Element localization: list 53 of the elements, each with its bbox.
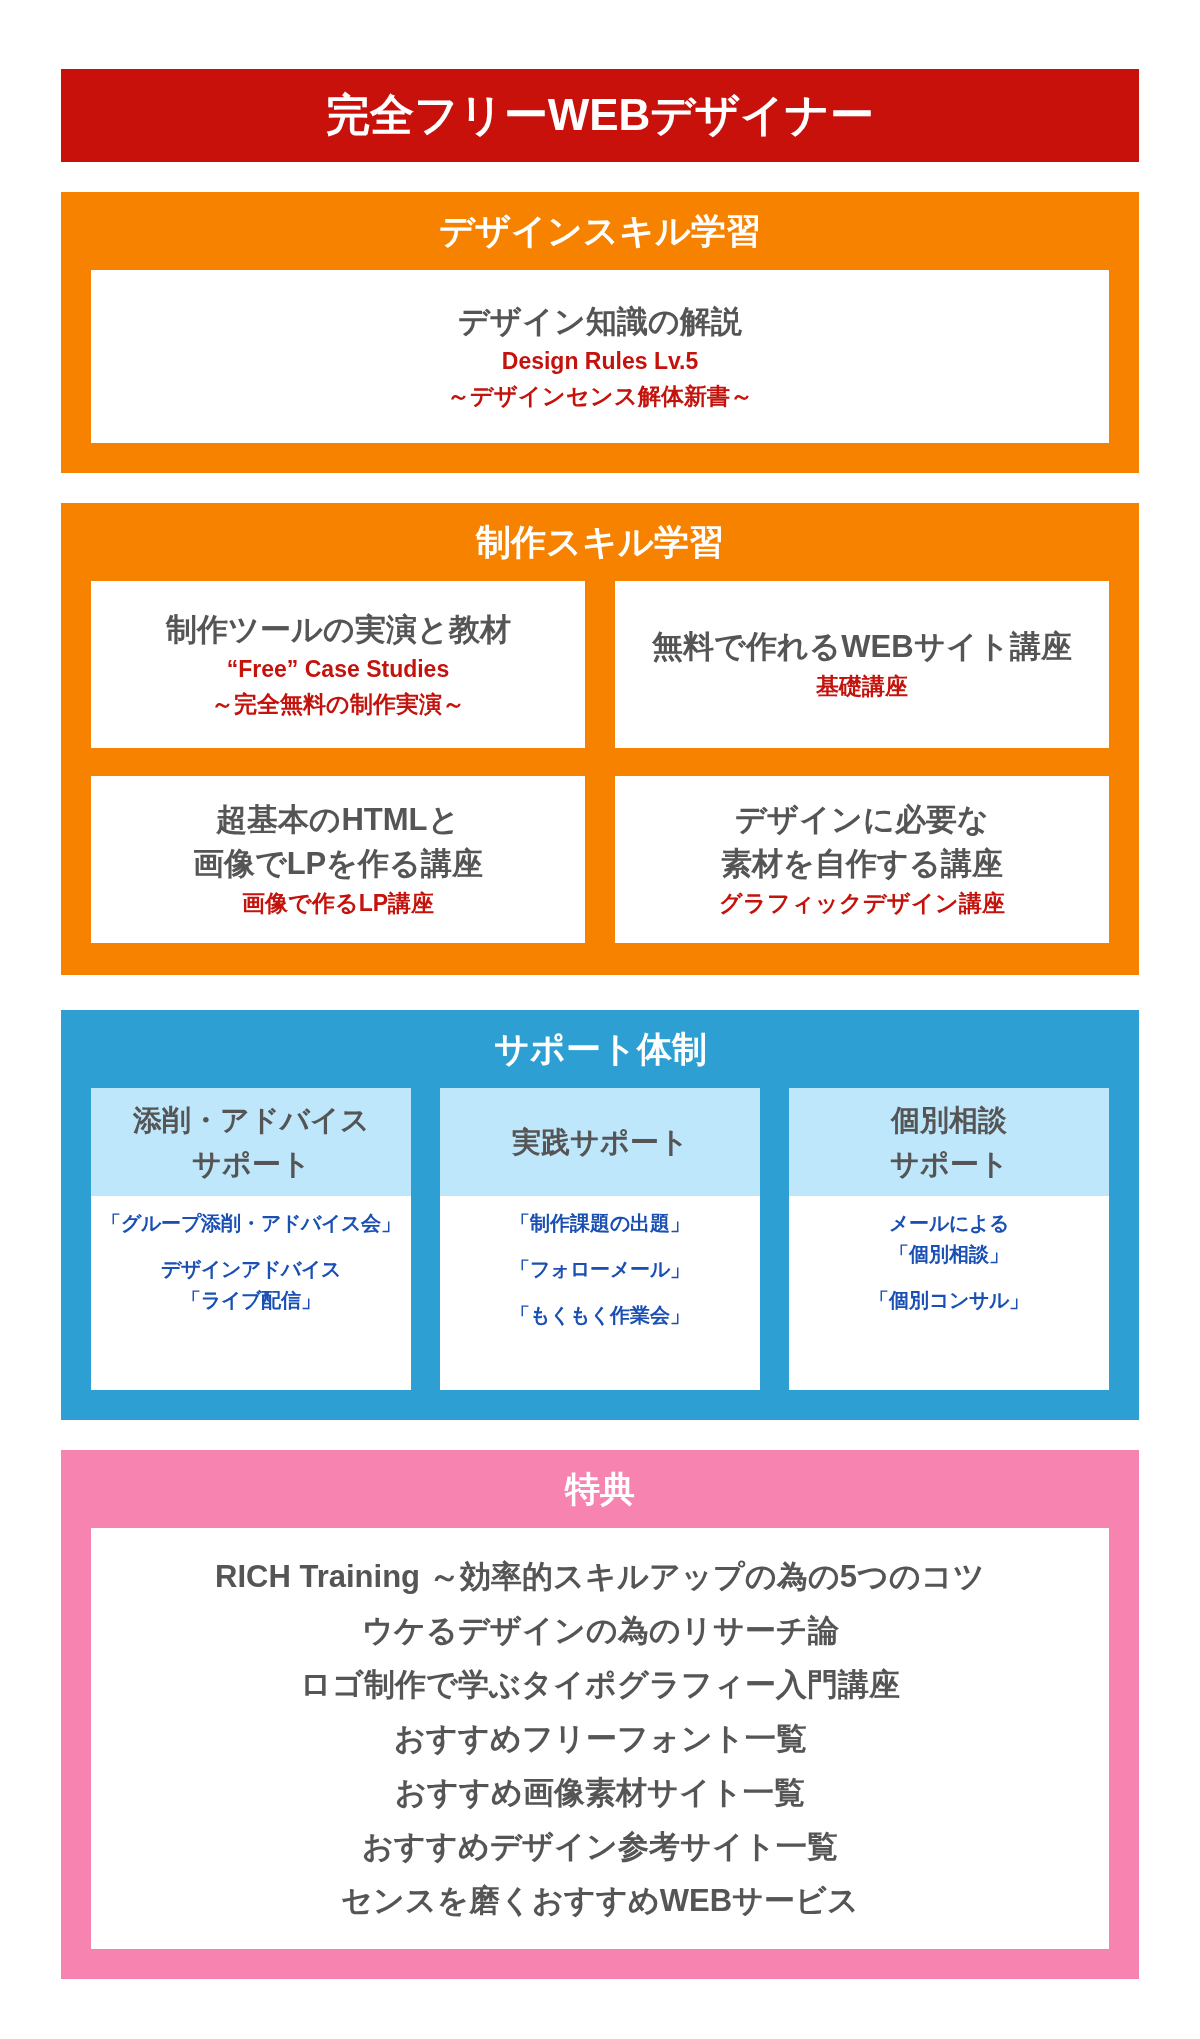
course-panel (91, 776, 585, 943)
support-item: 「制作課題の出題」 (510, 1211, 690, 1236)
course-title: デザインに必要な (735, 801, 989, 839)
section-panel (61, 192, 1139, 473)
section-panel (61, 503, 1139, 975)
course-title: 素材を自作する講座 (721, 845, 1003, 883)
support-item: 「個別相談」 (889, 1242, 1009, 1267)
bonus-item: おすすめデザイン参考サイト一覧 (362, 1827, 838, 1866)
course-panel (615, 581, 1109, 748)
card-title: 実践サポート (511, 1125, 689, 1160)
course-subtitle: 画像で作るLP講座 (241, 889, 435, 918)
support-item: 「グループ添削・アドバイス会」 (101, 1211, 401, 1236)
course-title: デザイン知識の解説 (458, 302, 742, 341)
bonus-item: センスを磨くおすすめWEBサービス (340, 1881, 860, 1920)
course-title: 制作ツールの実演と教材 (165, 610, 511, 649)
title-banner: 完全フリーWEBデザイナー (61, 69, 1139, 162)
course-subtitle: “Free” Case Studies (226, 654, 450, 684)
section-heading: サポート体制 (493, 1028, 707, 1070)
support-item: 「個別コンサル」 (869, 1288, 1029, 1313)
support-card (91, 1088, 411, 1390)
bonus-item: ロゴ制作で学ぶタイポグラフィー入門講座 (300, 1665, 900, 1704)
support-item: 「ライブ配信」 (181, 1288, 321, 1313)
course-title: 無料で作れるWEBサイト講座 (652, 628, 1072, 666)
course-subtitle: 基礎講座 (816, 672, 908, 701)
course-subtitle: ～デザインセンス解体新書～ (447, 381, 753, 411)
course-subtitle: Design Rules Lv.5 (501, 346, 699, 376)
support-item: デザインアドバイス (161, 1257, 341, 1282)
bonus-panel (91, 1528, 1109, 1949)
course-title: 画像でLPを作る講座 (192, 845, 484, 883)
section-heading: 制作スキル学習 (476, 521, 724, 563)
support-item: 「フォローメール」 (510, 1257, 690, 1282)
bonus-item: ウケるデザインの為のリサーチ論 (361, 1611, 839, 1650)
course-panel (91, 581, 585, 748)
support-item: 「もくもく作業会」 (510, 1303, 690, 1328)
course-panel (91, 270, 1109, 443)
course-title: 超基本のHTMLと (216, 801, 460, 839)
section-panel (61, 1010, 1139, 1420)
section-panel (61, 1450, 1139, 1979)
support-item: メールによる (889, 1211, 1009, 1236)
card-title: サポート (191, 1147, 311, 1182)
course-subtitle: ～完全無料の制作実演～ (211, 689, 465, 719)
card-title: 添削・アドバイス (132, 1103, 370, 1138)
bonus-item: RICH Training ～効率的スキルアップの為の5つのコツ (215, 1557, 985, 1596)
support-card (789, 1088, 1109, 1390)
course-subtitle: グラフィックデザイン講座 (719, 889, 1005, 918)
card-title: 個別相談 (891, 1103, 1007, 1138)
section-heading: デザインスキル学習 (439, 210, 761, 252)
card-title: サポート (889, 1147, 1009, 1182)
support-card (440, 1088, 760, 1390)
bonus-item: おすすめ画像素材サイト一覧 (395, 1773, 805, 1812)
section-heading: 特典 (565, 1468, 635, 1510)
course-panel (615, 776, 1109, 943)
bonus-item: おすすめフリーフォント一覧 (393, 1719, 807, 1758)
